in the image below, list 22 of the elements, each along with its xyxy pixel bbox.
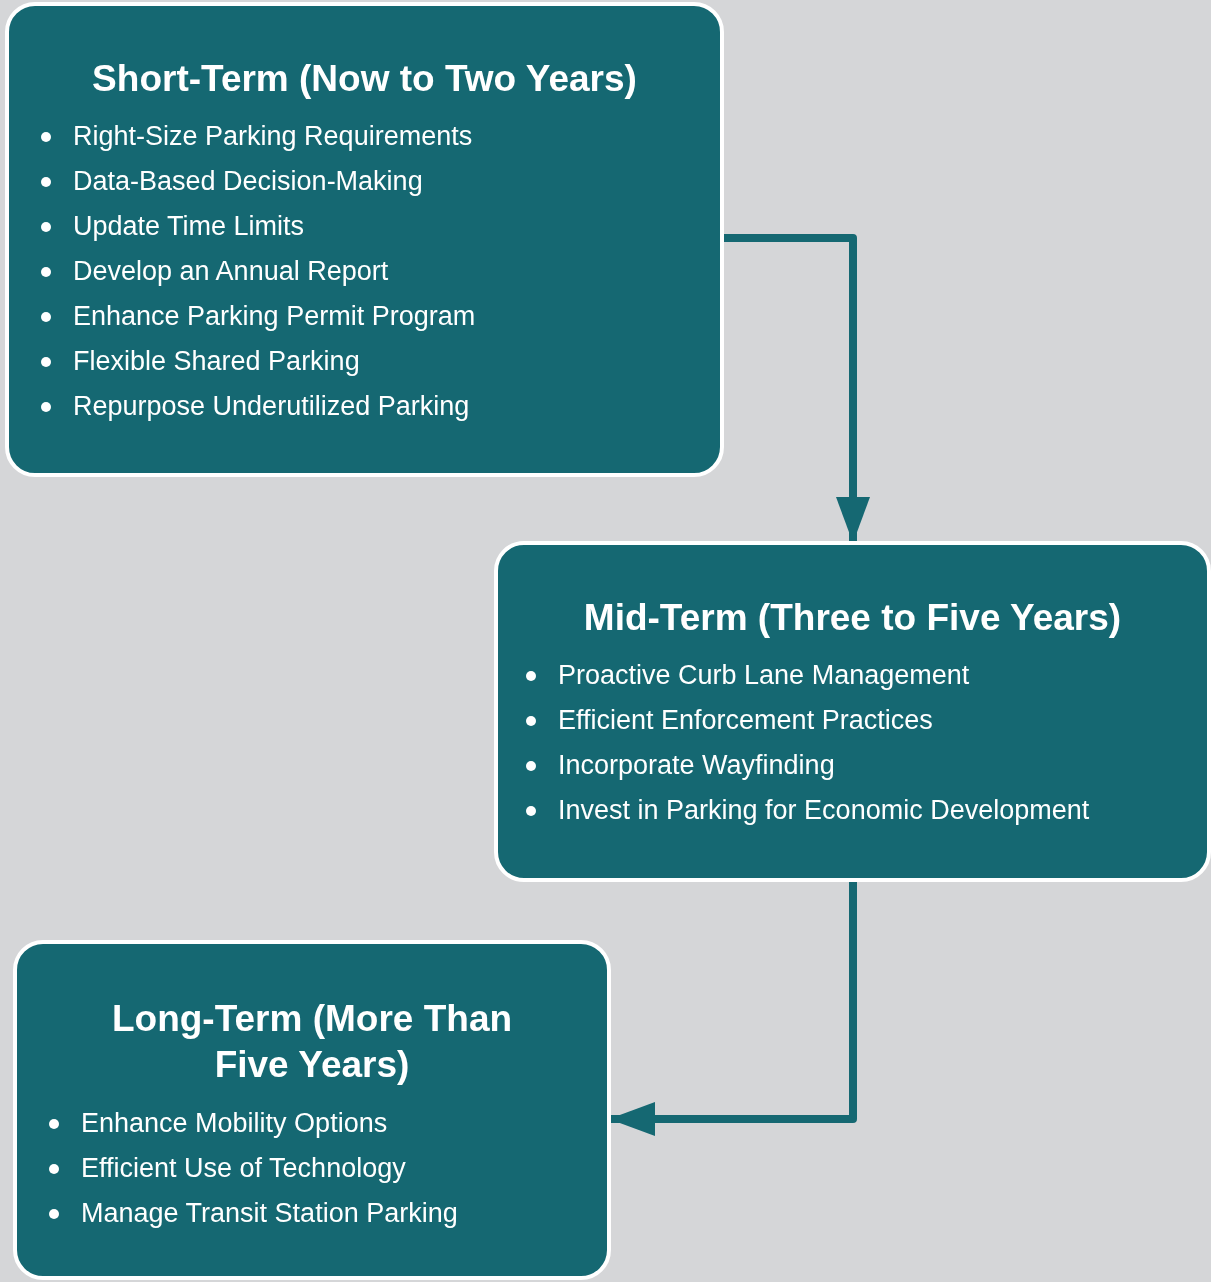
bullet-item: Develop an Annual Report (73, 256, 389, 287)
bullet-item: Enhance Mobility Options (81, 1107, 388, 1138)
stage-heading: Mid-Term (Three to Five Years) (582, 596, 1123, 640)
bullet-item: Efficient Enforcement Practices (558, 705, 933, 736)
connector-arrow (724, 234, 870, 543)
bullet-item: Proactive Curb Lane Management (558, 660, 970, 691)
bullet-item: Invest in Parking for Economic Development (558, 795, 1090, 826)
stage-box (494, 541, 1211, 882)
bullet-item: Manage Transit Station Parking (81, 1197, 458, 1228)
bullet-item: Repurpose Underutilized Parking (73, 391, 470, 422)
stage-heading: Short-Term (Now to Two Years) (91, 57, 638, 101)
bullet-item: Update Time Limits (73, 211, 305, 242)
stage-box (5, 2, 724, 477)
stage-heading: Long-Term (More Than Five Years) (110, 997, 514, 1088)
stage-box (13, 940, 611, 1280)
bullet-item: Data-Based Decision-Making (73, 166, 423, 197)
bullet-item: Flexible Shared Parking (73, 346, 360, 377)
bullet-item: Incorporate Wayfinding (558, 750, 835, 781)
connector-arrow (609, 882, 857, 1136)
bullet-item: Enhance Parking Permit Program (73, 301, 476, 332)
bullet-item: Efficient Use of Technology (81, 1152, 406, 1183)
bullet-item: Right-Size Parking Requirements (73, 121, 473, 152)
